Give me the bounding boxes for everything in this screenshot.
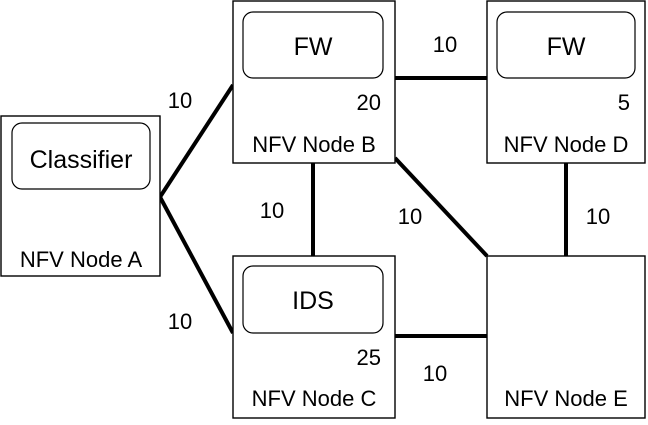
node-d-function-label: FW bbox=[547, 33, 586, 61]
link-a-c bbox=[158, 196, 235, 334]
node-c-capacity: 25 bbox=[357, 345, 381, 370]
node-b-function-label: FW bbox=[294, 33, 333, 61]
link-b-e-weight: 10 bbox=[398, 204, 422, 229]
link-c-e-weight: 10 bbox=[423, 361, 447, 386]
link-a-b-weight: 10 bbox=[168, 88, 192, 113]
link-b-c-weight: 10 bbox=[260, 198, 284, 223]
node-d-capacity: 5 bbox=[618, 90, 630, 115]
node-c-label: NFV Node C bbox=[252, 386, 377, 411]
node-d-function-box bbox=[496, 11, 636, 79]
node-e-label: NFV Node E bbox=[504, 386, 628, 411]
node-b-label: NFV Node B bbox=[252, 132, 376, 157]
node-e: NFV Node E bbox=[486, 255, 646, 419]
node-c-function-label: IDS bbox=[292, 287, 334, 315]
node-a-label: NFV Node A bbox=[20, 247, 143, 272]
node-a: Classifier NFV Node A bbox=[0, 115, 161, 277]
node-b-function-box bbox=[242, 11, 384, 79]
link-b-d-weight: 10 bbox=[433, 32, 457, 57]
node-a-function-box bbox=[11, 122, 151, 190]
link-a-c-weight: 10 bbox=[168, 309, 192, 334]
node-b-capacity: 20 bbox=[357, 90, 381, 115]
node-d-label: NFV Node D bbox=[504, 132, 629, 157]
link-d-e-weight: 10 bbox=[586, 204, 610, 229]
node-c-function-box bbox=[242, 265, 384, 334]
node-c: IDS 25 NFV Node C bbox=[232, 255, 396, 419]
link-b-e bbox=[393, 156, 489, 258]
link-a-b bbox=[158, 83, 235, 199]
node-b: FW 20 NFV Node B bbox=[232, 0, 396, 164]
node-a-function-label: Classifier bbox=[30, 146, 133, 174]
node-d: FW 5 NFV Node D bbox=[486, 0, 646, 164]
